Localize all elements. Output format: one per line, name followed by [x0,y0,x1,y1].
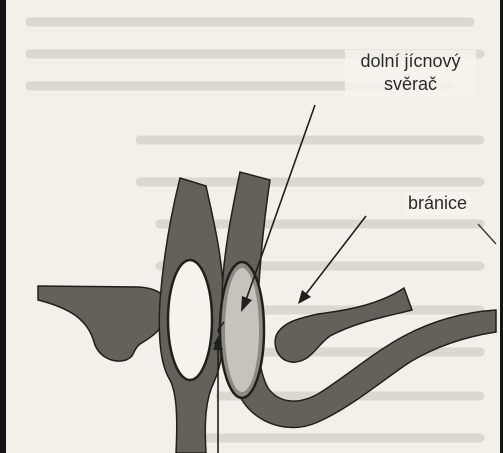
esophagus-lumen-left [168,260,212,380]
label-diaphragm: bránice [405,192,470,215]
label-sphincter-line2: svěrač [348,73,473,96]
label-sphincter-line1: dolní jícnový [348,50,473,73]
esophagus-lumen-right-inner [225,268,259,392]
label-lower-esophageal-sphincter: dolní jícnový svěrač [345,50,476,96]
